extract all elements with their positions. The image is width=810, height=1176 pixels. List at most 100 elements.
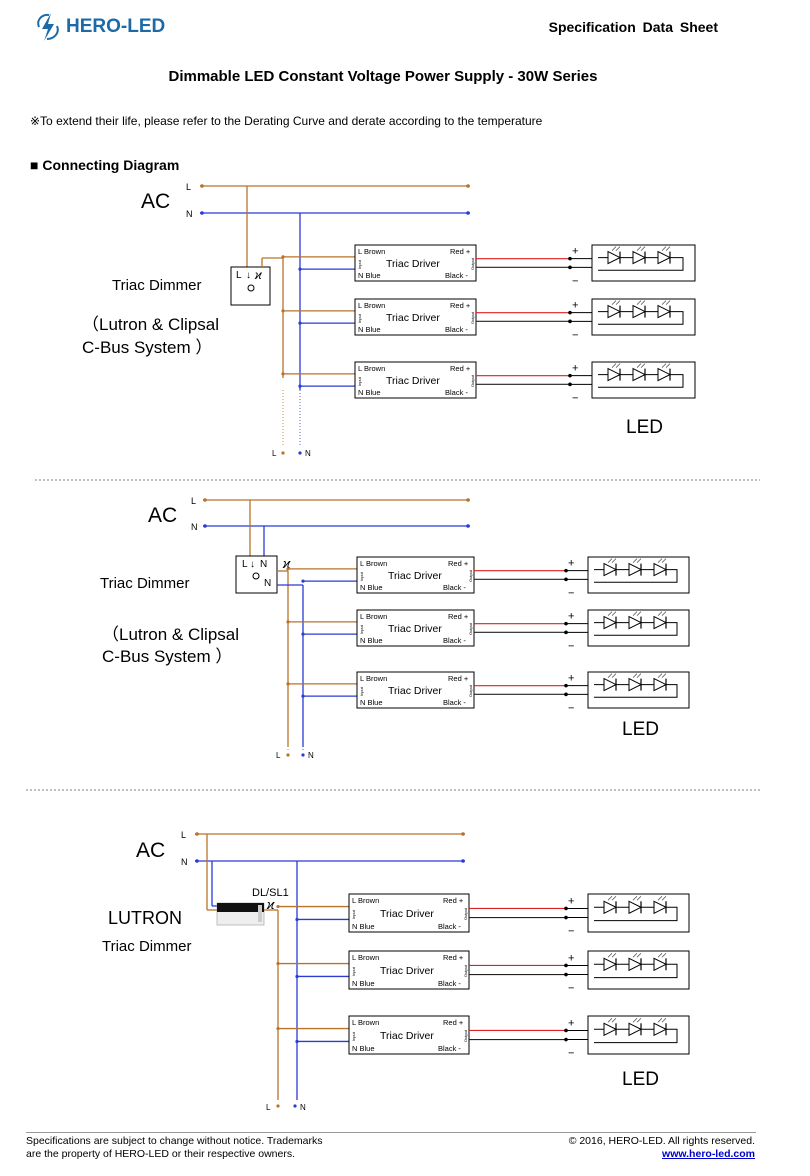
- driver-input-label: Input: [351, 1031, 356, 1041]
- led-module: [587, 671, 690, 709]
- driver-output-label: Output: [463, 964, 468, 977]
- triac-driver-box: [348, 893, 470, 933]
- switch-symbol: ϰ: [254, 268, 263, 282]
- led-module: [587, 893, 690, 933]
- triac-driver-box: [356, 556, 475, 594]
- driver-red-label: Red +: [443, 1018, 464, 1027]
- led-diode-icon: [607, 300, 622, 319]
- l-label: L: [186, 182, 191, 192]
- triac-driver-box: [356, 671, 475, 709]
- driver-black-label: Black -: [443, 636, 466, 645]
- driver-input-label: Input: [357, 313, 362, 323]
- driver-black-label: Black -: [438, 922, 461, 931]
- driver-black-label: Black -: [443, 698, 466, 707]
- diagram-1: AC L N L ↓ ϰ Triac Dimmer （Lutron & Clip…: [82, 182, 663, 458]
- led-diode-icon: [628, 673, 643, 692]
- driver-input-label: Input: [359, 624, 364, 634]
- driver-l-brown: L Brown: [358, 247, 385, 256]
- driver-black-label: Black -: [445, 271, 468, 280]
- driver-output-label: Output: [463, 907, 468, 920]
- led-plus: +: [568, 558, 574, 570]
- footer-copyright: © 2016, HERO-LED. All rights reserved.: [568, 1135, 755, 1147]
- lutron-label: LUTRON: [108, 908, 182, 928]
- triac-driver-box: [348, 950, 470, 990]
- l-label: L: [181, 830, 186, 840]
- driver-output-label: Output: [468, 684, 473, 697]
- system-label-1: （Lutron & Clipsal: [102, 625, 239, 644]
- driver-n-blue: N Blue: [358, 325, 381, 334]
- led-diode-icon: [603, 611, 618, 630]
- n-label: N: [191, 522, 198, 532]
- n-label: N: [186, 209, 193, 219]
- driver-output-label: Output: [470, 311, 475, 324]
- driver-input-label: Input: [351, 909, 356, 919]
- led-plus: +: [568, 1017, 574, 1029]
- led-minus: −: [572, 392, 578, 404]
- driver-red-label: Red +: [448, 559, 469, 568]
- led-plus: +: [568, 611, 574, 623]
- led-diode-icon: [603, 558, 618, 577]
- footer-website-link[interactable]: www.hero-led.com: [662, 1148, 755, 1160]
- driver-n-blue: N Blue: [352, 922, 375, 931]
- triac-dimmer-box: [235, 555, 278, 594]
- out-l-label: L: [266, 1103, 271, 1112]
- led-diode-icon: [628, 1018, 643, 1037]
- footer-copyright-block: © 2016, HERO-LED. All rights reserved. w…: [569, 1135, 755, 1161]
- footer-disclaimer: Specifications are subject to change wit…: [26, 1135, 323, 1161]
- led-minus: −: [572, 275, 578, 287]
- led-plus: +: [568, 952, 574, 964]
- diagram-2: AC L N L ↓ N N ϰ Triac Dimmer （Lutron & …: [35, 479, 760, 760]
- switch-symbol: ϰ: [266, 897, 275, 912]
- driver-red-label: Red +: [443, 896, 464, 905]
- model-label: DL/SL1: [252, 887, 289, 899]
- led-plus: +: [572, 300, 578, 312]
- driver-red-label: Red +: [450, 301, 471, 310]
- led-minus: −: [568, 702, 574, 714]
- dimmer-label: Triac Dimmer: [112, 277, 201, 294]
- led-label: LED: [626, 417, 663, 438]
- out-n-label: N: [300, 1103, 306, 1112]
- sheet-title: Specification Data Sheet: [548, 19, 718, 35]
- triac-driver-box: [354, 361, 477, 399]
- led-label: LED: [622, 719, 659, 740]
- led-diode-icon: [632, 363, 647, 382]
- driver-l-brown: L Brown: [358, 364, 385, 373]
- out-n-label: N: [308, 751, 314, 760]
- triac-driver-box: [356, 609, 475, 647]
- lutron-dimmer-device: [216, 902, 265, 926]
- led-diode-icon: [653, 896, 668, 915]
- triac-driver-box: [354, 298, 477, 336]
- led-diode-icon: [657, 300, 672, 319]
- diagram-3: AC L N DL/SL1 ϰ LUTRON Triac Dimmer LED …: [26, 789, 760, 1112]
- dimmer-arrow: ↓: [246, 270, 251, 281]
- driver-input-label: Input: [359, 571, 364, 581]
- driver-n-blue: N Blue: [352, 979, 375, 988]
- led-minus: −: [568, 640, 574, 652]
- driver-l-brown: L Brown: [360, 674, 387, 683]
- driver-n-blue: N Blue: [360, 698, 383, 707]
- driver-red-label: Red +: [443, 953, 464, 962]
- system-label-1: （Lutron & Clipsal: [82, 315, 219, 334]
- led-module: [587, 609, 690, 647]
- led-diode-icon: [653, 558, 668, 577]
- brand-logo: HERO-LED: [34, 12, 165, 42]
- dimmer-n: N: [260, 559, 267, 570]
- driver-input-label: Input: [357, 376, 362, 386]
- led-module: [591, 244, 696, 282]
- led-plus: +: [572, 363, 578, 375]
- led-diode-icon: [632, 246, 647, 265]
- driver-n-blue: N Blue: [360, 583, 383, 592]
- lightning-logo-icon: [37, 13, 59, 41]
- driver-n-blue: N Blue: [352, 1044, 375, 1053]
- driver-name: Triac Driver: [380, 965, 434, 977]
- section-title: Connecting Diagram: [42, 157, 180, 173]
- driver-n-blue: N Blue: [358, 388, 381, 397]
- led-diode-icon: [653, 953, 668, 972]
